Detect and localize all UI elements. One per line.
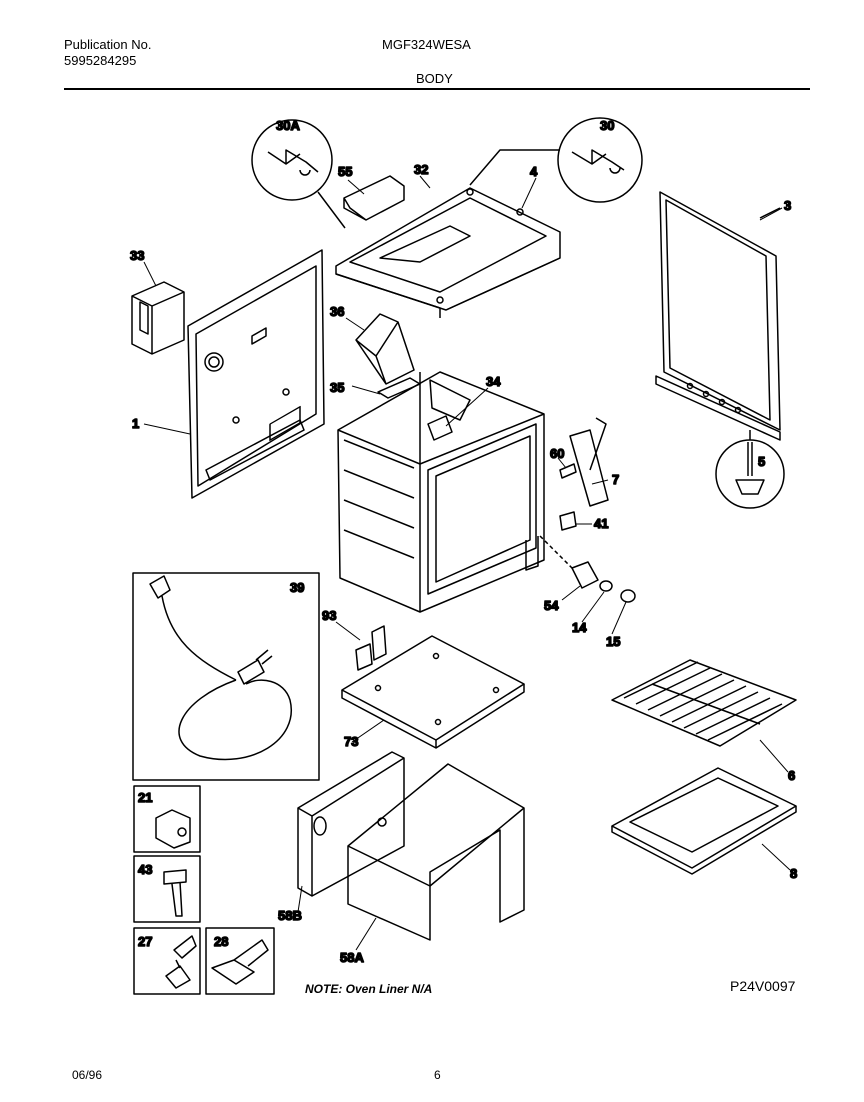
label-27: 27: [138, 934, 152, 949]
leader-30: [469, 149, 560, 186]
leader-cavity-54: [539, 535, 573, 569]
label-58a: 58A: [340, 950, 364, 965]
part-21-detail: [133, 785, 201, 853]
part-43-detail: [133, 855, 201, 923]
label-58b: 58B: [278, 908, 302, 923]
bottom-panel-73: [341, 635, 525, 749]
label-30a: 30A: [276, 118, 300, 133]
label-15: 15: [606, 634, 620, 649]
footer-page-number: 6: [434, 1068, 441, 1082]
part-41-clip: [559, 511, 577, 531]
part-27-detail: [133, 927, 201, 995]
side-panel-3: [655, 191, 781, 441]
part-34: [427, 415, 453, 441]
label-14: 14: [572, 620, 587, 635]
label-21: 21: [138, 790, 152, 805]
part-33-box: [131, 281, 185, 355]
label-32: 32: [414, 162, 428, 177]
oven-liner-58a: [347, 763, 525, 941]
label-1: 1: [132, 416, 139, 431]
side-panel-58b: [297, 751, 405, 897]
detail-circle-5: [715, 439, 785, 509]
section-title: BODY: [416, 71, 453, 86]
footer-date: 06/96: [72, 1068, 103, 1082]
label-35: 35: [330, 380, 344, 395]
detail-circle-30a: [251, 119, 333, 201]
label-33: 33: [130, 248, 144, 263]
label-7: 7: [612, 472, 619, 487]
label-39: 39: [290, 580, 304, 595]
label-43: 43: [138, 862, 152, 877]
detail-circle-30: [557, 117, 643, 203]
label-41: 41: [594, 516, 608, 531]
leader-30a: [317, 191, 346, 229]
label-5: 5: [758, 454, 765, 469]
header-rule: [64, 88, 810, 90]
label-93: 93: [322, 608, 336, 623]
drawing-code: P24V0097: [730, 978, 796, 994]
label-3: 3: [784, 198, 791, 213]
part-28-detail: [205, 927, 275, 995]
part-7-hinge: [559, 417, 609, 507]
oven-liner-note: NOTE: Oven Liner N/A: [305, 982, 433, 996]
broiler-pan-8: [611, 767, 797, 875]
power-cord-detail-39: [132, 572, 320, 781]
label-36: 36: [330, 304, 344, 319]
publication-label: Publication No.: [64, 37, 152, 52]
oven-cavity: [337, 371, 545, 613]
part-93-bracket: [355, 625, 387, 671]
label-54: 54: [544, 598, 559, 613]
part-55-bracket: [343, 175, 405, 221]
label-30: 30: [600, 118, 614, 133]
model-number: MGF324WESA: [382, 37, 471, 52]
label-28: 28: [214, 934, 228, 949]
label-60: 60: [550, 446, 564, 461]
publication-number: 5995284295: [64, 53, 137, 68]
label-8: 8: [790, 866, 797, 881]
label-55: 55: [338, 164, 352, 179]
top-frame-assembly: [335, 187, 561, 318]
part-36-duct: [355, 313, 415, 385]
label-34: 34: [486, 374, 501, 389]
label-6-rack: 6: [788, 768, 795, 783]
back-panel-1: [187, 249, 325, 499]
label-4: 4: [530, 164, 538, 179]
oven-rack-6: [611, 659, 797, 747]
label-73: 73: [344, 734, 358, 749]
parts-54-14-15: [571, 561, 636, 603]
part-labels: 30A 55 32 4 30 3 33 36 35 34 1 60 7 5 41…: [129, 117, 798, 966]
leader-lines: [143, 175, 791, 951]
